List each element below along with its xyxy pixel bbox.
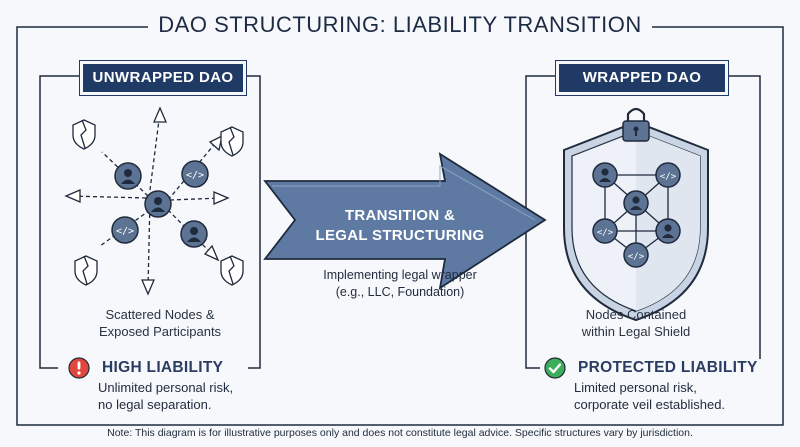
wrapped-dao-header: WRAPPED DAO bbox=[556, 61, 728, 95]
left-panel-bracket bbox=[39, 75, 80, 369]
person-node-icon bbox=[592, 162, 618, 188]
protected-liability-status: PROTECTED LIABILITY bbox=[544, 357, 762, 379]
disclaimer-note: Note: This diagram is for illustrative p… bbox=[107, 427, 693, 439]
wrapped-caption: Nodes Contained within Legal Shield bbox=[581, 307, 691, 339]
unwrapped-caption: Scattered Nodes & Exposed Participants bbox=[98, 307, 222, 339]
broken-shield-icon bbox=[220, 255, 244, 286]
svg-text:</>: </> bbox=[597, 228, 614, 238]
code-node-icon: </> bbox=[592, 218, 618, 244]
protected-liability-title: PROTECTED LIABILITY bbox=[574, 359, 762, 377]
person-node-icon bbox=[623, 190, 649, 216]
unwrapped-dao-header: UNWRAPPED DAO bbox=[80, 61, 246, 95]
person-node-icon bbox=[114, 162, 142, 190]
lock-icon bbox=[622, 107, 650, 142]
broken-shield-icon bbox=[72, 119, 96, 150]
person-node-icon bbox=[144, 190, 172, 218]
code-node-icon: </> bbox=[623, 242, 649, 268]
protected-liability-description: Limited personal risk, corporate veil es… bbox=[574, 380, 726, 412]
code-node-icon: </> bbox=[655, 162, 681, 188]
wrapper-description: Implementing legal wrapper (e.g., LLC, F… bbox=[323, 268, 477, 299]
code-node-icon: </> bbox=[181, 160, 209, 188]
person-node-icon bbox=[655, 218, 681, 244]
page-title: DAO STRUCTURING: LIABILITY TRANSITION bbox=[0, 12, 800, 38]
svg-text:</>: </> bbox=[660, 172, 677, 182]
person-node-icon bbox=[180, 220, 208, 248]
svg-text:</>: </> bbox=[186, 170, 204, 181]
unwrapped-dao-graphic bbox=[64, 106, 244, 296]
high-liability-title: HIGH LIABILITY bbox=[98, 359, 228, 377]
transition-arrow bbox=[263, 152, 547, 290]
broken-shield-icon bbox=[220, 126, 244, 157]
svg-text:</>: </> bbox=[628, 252, 645, 262]
high-liability-status: HIGH LIABILITY bbox=[68, 357, 228, 379]
high-liability-description: Unlimited personal risk, no legal separa… bbox=[98, 380, 234, 412]
warning-icon bbox=[68, 357, 90, 379]
code-node-icon: </> bbox=[111, 216, 139, 244]
check-icon bbox=[544, 357, 566, 379]
broken-shield-icon bbox=[74, 255, 98, 286]
svg-text:</>: </> bbox=[116, 226, 134, 237]
transition-label: TRANSITION & LEGAL STRUCTURING bbox=[315, 207, 485, 244]
